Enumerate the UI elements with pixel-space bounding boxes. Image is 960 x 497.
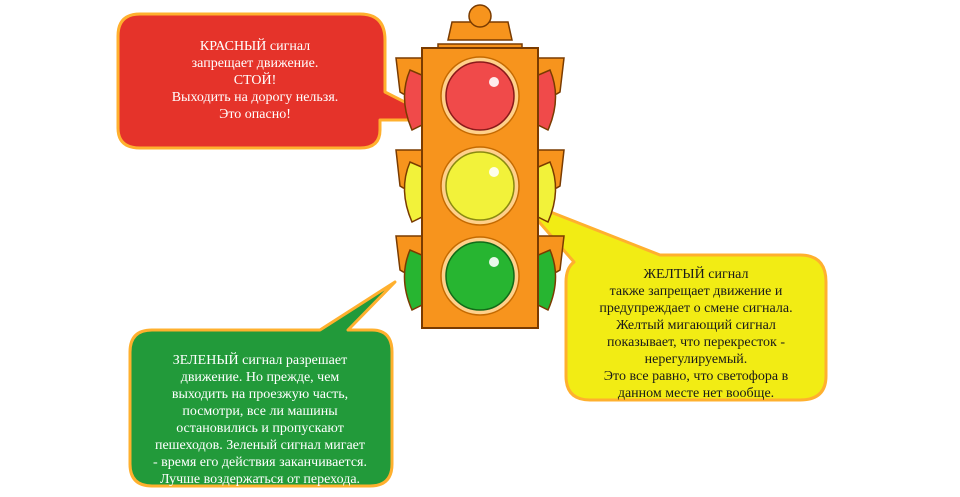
green-speech-bubble — [128, 280, 397, 488]
green-lamp — [445, 241, 515, 311]
red-lamp — [445, 61, 515, 131]
yellow-speech-bubble — [518, 198, 828, 402]
red-speech-bubble — [116, 12, 442, 150]
yellow-lamp — [445, 151, 515, 221]
red-signal-description: КРАСНЫЙ сигнал запрещает движение. СТОЙ!… — [171, 39, 339, 122]
traffic-light-icon — [395, 4, 565, 329]
green-signal-description: ЗЕЛЕНЫЙ сигнал разрешает движение. Но пр… — [153, 353, 367, 487]
yellow-signal-description: ЖЕЛТЫЙ сигнал также запрещает движение и… — [599, 267, 793, 401]
